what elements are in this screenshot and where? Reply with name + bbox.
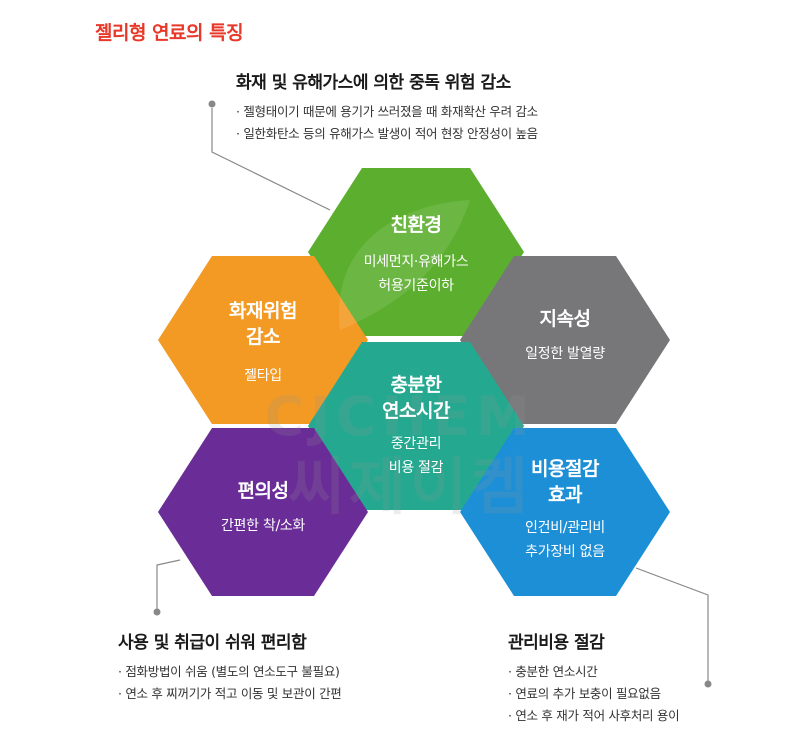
hex-eco-title: 친환경 [390,214,442,236]
callout-convenience: 사용 및 취급이 쉬워 편리함 점화방법이 쉬움 (별도의 연소도구 불필요) … [118,628,342,705]
hex-eco-line-1: 미세먼지·유해가스 [363,254,469,270]
callout-fire-gas: 화재 및 유해가스에 의한 중독 위험 감소 젤형태이기 때문에 용기가 쓰러졌… [236,68,538,145]
callout-bullets: 점화방법이 쉬움 (별도의 연소도구 불필요) 연소 후 찌꺼기가 적고 이동 … [118,661,341,705]
hex-center-line-2: 비용 절감 [388,460,444,476]
bullet-item: 일한화탄소 등의 유해가스 발생이 적어 현장 안정성이 높음 [236,123,538,145]
hex-fire-title-1: 화재위험 [229,300,297,322]
hex-sustain-desc: 일정한 발열량 [525,346,605,362]
hex-fire-desc: 젤타입 [244,368,282,384]
hex-convenience-text: 편의성 간편한 착/소화 [178,478,348,538]
watermark-korean: 씨제이켐 [287,450,533,523]
hex-eco-text: 친환경 미세먼지·유해가스 허용기준이하 [331,212,501,298]
hex-fire-text: 화재위험 감소 젤타입 [178,298,348,388]
connector-bottom-left [156,559,181,610]
connector-bottom-right [635,567,709,682]
watermark-latin: CJCHEM [264,385,536,448]
hex-fire [158,256,368,424]
callout-heading: 화재 및 유해가스에 의한 중독 위험 감소 [236,73,511,93]
callout-heading: 관리비용 절감 [508,633,605,653]
hex-cost-title-1: 비용절감 [531,458,599,480]
hex-convenience-title: 편의성 [237,480,289,502]
leaf-decoration [338,200,470,330]
hex-cost-title-2: 효과 [548,484,582,506]
hex-cost-line-2: 추가장비 없음 [525,544,605,560]
hex-center-title-1: 충분한 [390,374,442,396]
callout-cost: 관리비용 절감 충분한 연소시간 연료의 추가 보충이 필요없음 연소 후 재가… [508,628,680,727]
callout-bullets: 충분한 연소시간 연료의 추가 보충이 필요없음 연소 후 재가 적어 사후처리… [508,661,679,727]
connector-dots [153,100,712,688]
page-title: 젤리형 연료의 특징 [95,22,244,44]
bullet-item: 연소 후 찌꺼기가 적고 이동 및 보관이 간편 [118,683,341,705]
hex-convenience-desc: 간편한 착/소화 [220,518,306,534]
bullet-item: 점화방법이 쉬움 (별도의 연소도구 불필요) [118,661,341,683]
bullet-item: 연소 후 재가 적어 사후처리 용이 [508,705,679,727]
hex-cost [460,428,670,596]
hex-sustain [460,256,670,424]
hex-cost-line-1: 인건비/관리비 [525,520,605,536]
hex-center [308,342,524,510]
hex-fire-title-2: 감소 [246,326,280,348]
hex-center-line-1: 중간관리 [390,436,442,452]
callout-heading: 사용 및 취급이 쉬워 편리함 [118,633,307,653]
connector-lines [156,108,709,682]
bullet-item: 젤형태이기 때문에 용기가 쓰러졌을 때 화재확산 우려 감소 [236,101,538,123]
hex-center-title-2: 연소시간 [382,400,450,422]
bullet-item: 충분한 연소시간 [508,661,679,683]
hex-cost-text: 비용절감 효과 인건비/관리비 추가장비 없음 [480,456,650,564]
connector-top [211,108,331,211]
hex-sustain-title: 지속성 [539,308,591,330]
callout-bullets: 젤형태이기 때문에 용기가 쓰러졌을 때 화재확산 우려 감소 일한화탄소 등의… [236,101,538,145]
hex-center-text: 충분한 연소시간 중간관리 비용 절감 [331,372,501,480]
hex-eco-line-2: 허용기준이하 [378,278,454,294]
hex-eco [308,168,524,336]
hex-sustain-text: 지속성 일정한 발열량 [480,306,650,366]
hex-convenience [158,428,368,596]
bullet-item: 연료의 추가 보충이 필요없음 [508,683,679,705]
